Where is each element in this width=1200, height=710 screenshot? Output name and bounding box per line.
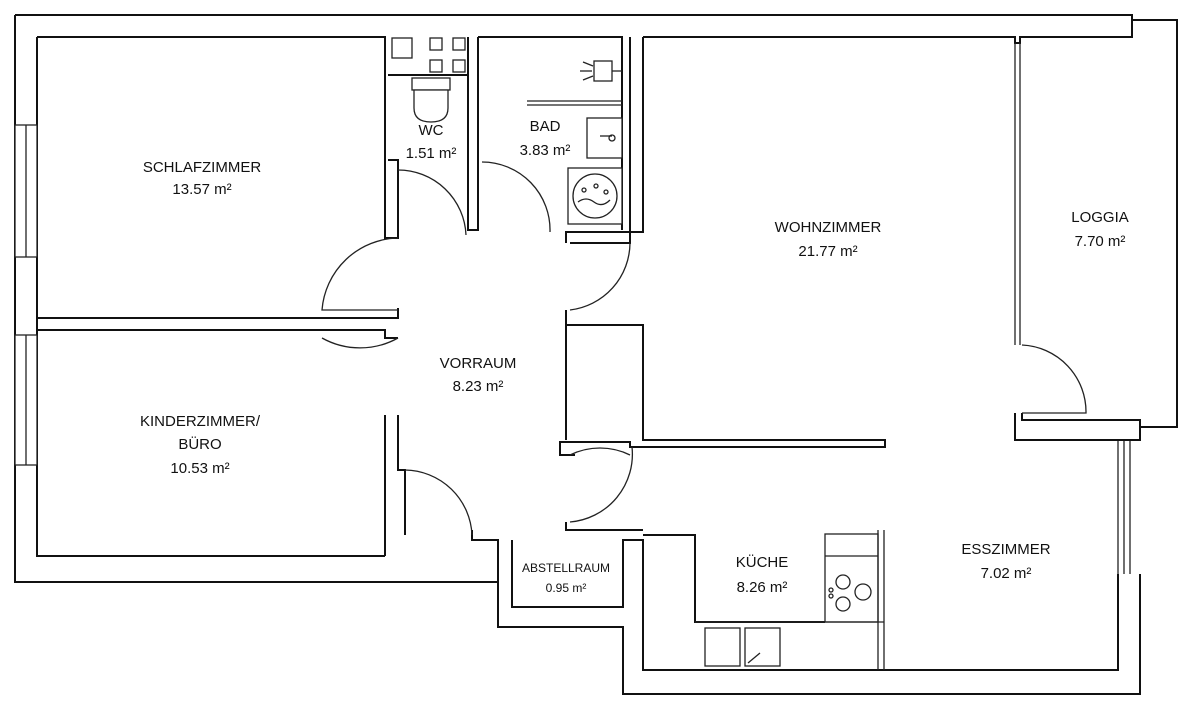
room-loggia: LOGGIA 7.70 m²: [1071, 209, 1129, 250]
room-area-esszimmer: 7.02 m²: [981, 565, 1032, 582]
wc-fixtures: [391, 37, 466, 123]
room-esszimmer: ESSZIMMER 7.02 m²: [961, 541, 1050, 582]
room-vorraum: VORRAUM 8.23 m²: [440, 355, 517, 395]
room-area-kueche: 8.26 m²: [737, 579, 788, 596]
room-area-wc: 1.51 m²: [406, 145, 457, 162]
room-kinderzimmer: KINDERZIMMER/ BÜRO 10.53 m²: [140, 413, 261, 477]
room-schlafzimmer: SCHLAFZIMMER 13.57 m²: [143, 159, 262, 198]
loggia-glazing: [1014, 43, 1131, 574]
bath-fixtures: [527, 60, 623, 225]
room-area-loggia: 7.70 m²: [1075, 233, 1126, 250]
room-name-loggia: LOGGIA: [1071, 209, 1129, 226]
room-name-schlafzimmer: SCHLAFZIMMER: [143, 159, 262, 176]
room-wohnzimmer: WOHNZIMMER 21.77 m²: [775, 219, 882, 260]
windows-left: [14, 124, 38, 466]
outer-walls: [14, 14, 1178, 695]
room-area-wohnzimmer: 21.77 m²: [798, 243, 857, 260]
room-abstellraum: ABSTELLRAUM 0.95 m²: [522, 561, 610, 595]
room-name-kueche: KÜCHE: [736, 553, 789, 571]
kitchen-fixtures: [695, 530, 885, 670]
room-area-abstellraum: 0.95 m²: [546, 581, 587, 595]
doors: [321, 161, 1087, 536]
room-name-esszimmer: ESSZIMMER: [961, 541, 1050, 558]
room-wc: WC 1.51 m²: [406, 122, 457, 162]
room-name-kinderzimmer-line1: KINDERZIMMER/: [140, 413, 261, 430]
room-name-wc: WC: [419, 122, 444, 139]
room-area-kinderzimmer: 10.53 m²: [170, 460, 229, 477]
room-name-vorraum: VORRAUM: [440, 355, 517, 372]
room-name-wohnzimmer: WOHNZIMMER: [775, 219, 882, 236]
room-name-abstellraum: ABSTELLRAUM: [522, 561, 610, 575]
room-area-bad: 3.83 m²: [520, 142, 571, 159]
room-kueche: KÜCHE 8.26 m²: [736, 553, 789, 596]
room-area-schlafzimmer: 13.57 m²: [172, 181, 231, 198]
room-name-bad: BAD: [530, 118, 561, 135]
room-name-kinderzimmer-line2: BÜRO: [178, 435, 221, 453]
room-bad: BAD 3.83 m²: [520, 118, 571, 159]
room-area-vorraum: 8.23 m²: [453, 378, 504, 395]
